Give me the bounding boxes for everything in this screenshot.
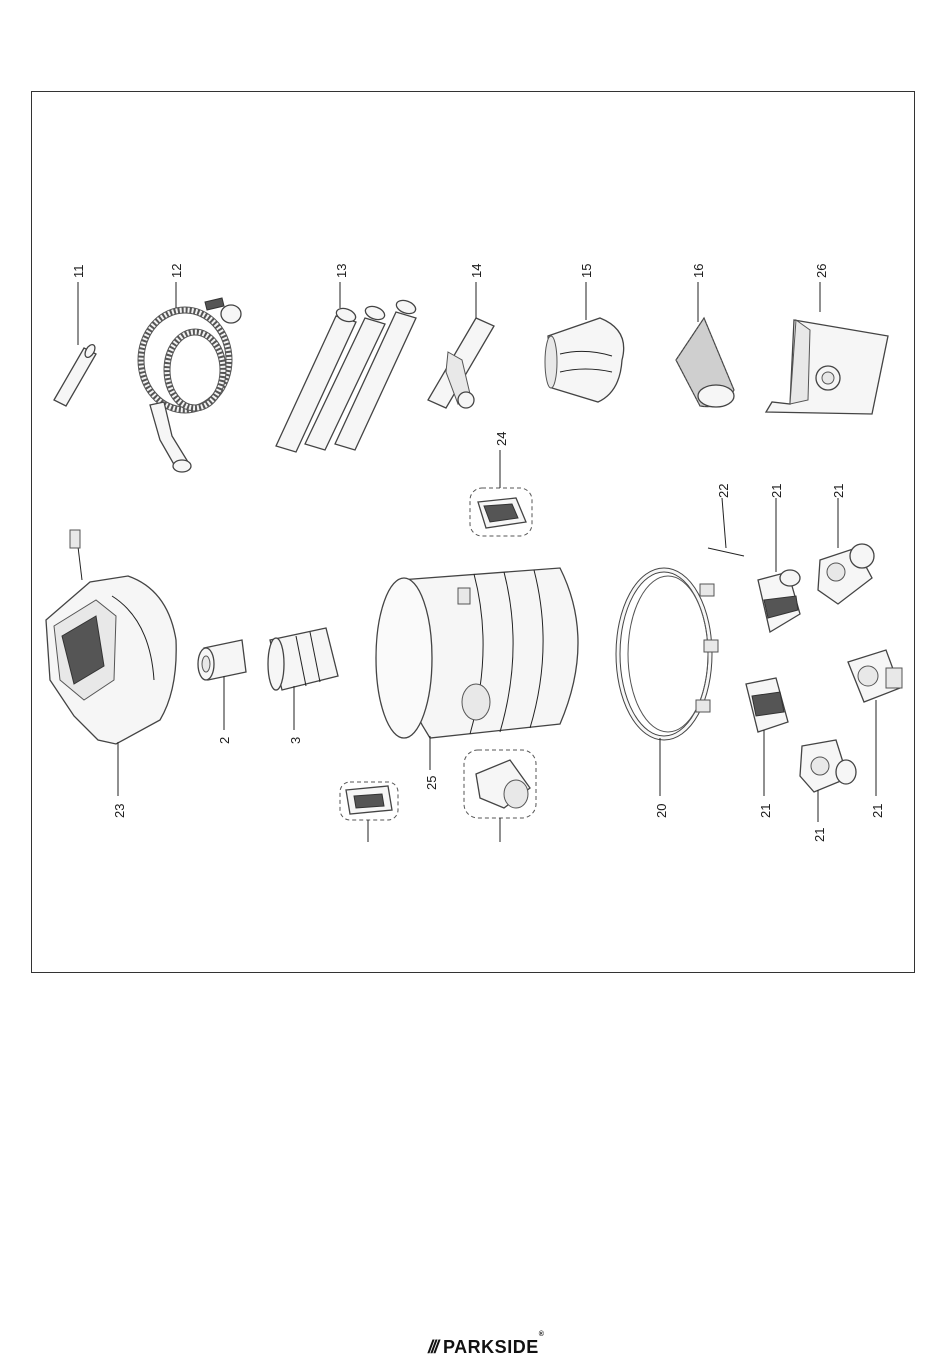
- part-3-cartridge-filter: [268, 628, 338, 730]
- label-16: 16: [691, 264, 706, 278]
- part-21-caster-top-a: [758, 498, 800, 632]
- parkside-logo: /// PARKSIDE®: [428, 1336, 544, 1358]
- brand-slashes: ///: [428, 1337, 437, 1358]
- brand-registered-mark: ®: [539, 1331, 545, 1338]
- label-21-a: 21: [769, 484, 784, 498]
- label-26: 26: [814, 264, 829, 278]
- part-20-chassis-ring: [618, 570, 718, 796]
- label-24: 24: [494, 432, 509, 446]
- label-22: 22: [716, 484, 731, 498]
- label-15: 15: [579, 264, 594, 278]
- label-3: 3: [288, 737, 303, 744]
- part-16-filter: [676, 282, 734, 407]
- label-13: 13: [334, 264, 349, 278]
- label-2: 2: [217, 737, 232, 744]
- part-2-foam-filter: [198, 640, 246, 730]
- part-12-suction-hose: [141, 282, 241, 472]
- part-22-clip: [708, 498, 744, 556]
- part-21-caster-c: [746, 678, 788, 796]
- part-21-caster-d: [800, 740, 856, 822]
- label-21-e: 21: [870, 804, 885, 818]
- label-20: 20: [654, 804, 669, 818]
- part-23-motor-head: [46, 530, 176, 796]
- part-14-floor-nozzle: [428, 282, 494, 408]
- part-26-filter-bag: [766, 282, 888, 414]
- brand-name-text: PARKSIDE: [443, 1337, 539, 1357]
- label-11: 11: [71, 265, 86, 279]
- part-21-caster-top-b: [818, 498, 874, 604]
- part-25-wheel-detail: [464, 750, 536, 842]
- part-13-extension-tubes: [276, 282, 417, 452]
- label-21-d: 21: [812, 828, 827, 842]
- label-12: 12: [169, 264, 184, 278]
- brand-name: PARKSIDE®: [443, 1337, 544, 1358]
- label-21-b: 21: [831, 484, 846, 498]
- label-23: 23: [112, 804, 127, 818]
- part-24-latch-detail: [470, 450, 532, 536]
- part-11-crevice-nozzle: [54, 282, 97, 406]
- label-14: 14: [469, 264, 484, 278]
- label-25: 25: [424, 776, 439, 790]
- part-25-container: [376, 568, 578, 770]
- part-25-latch-detail: [340, 782, 398, 842]
- part-15-dust-bag: [545, 282, 624, 402]
- label-21-c: 21: [758, 804, 773, 818]
